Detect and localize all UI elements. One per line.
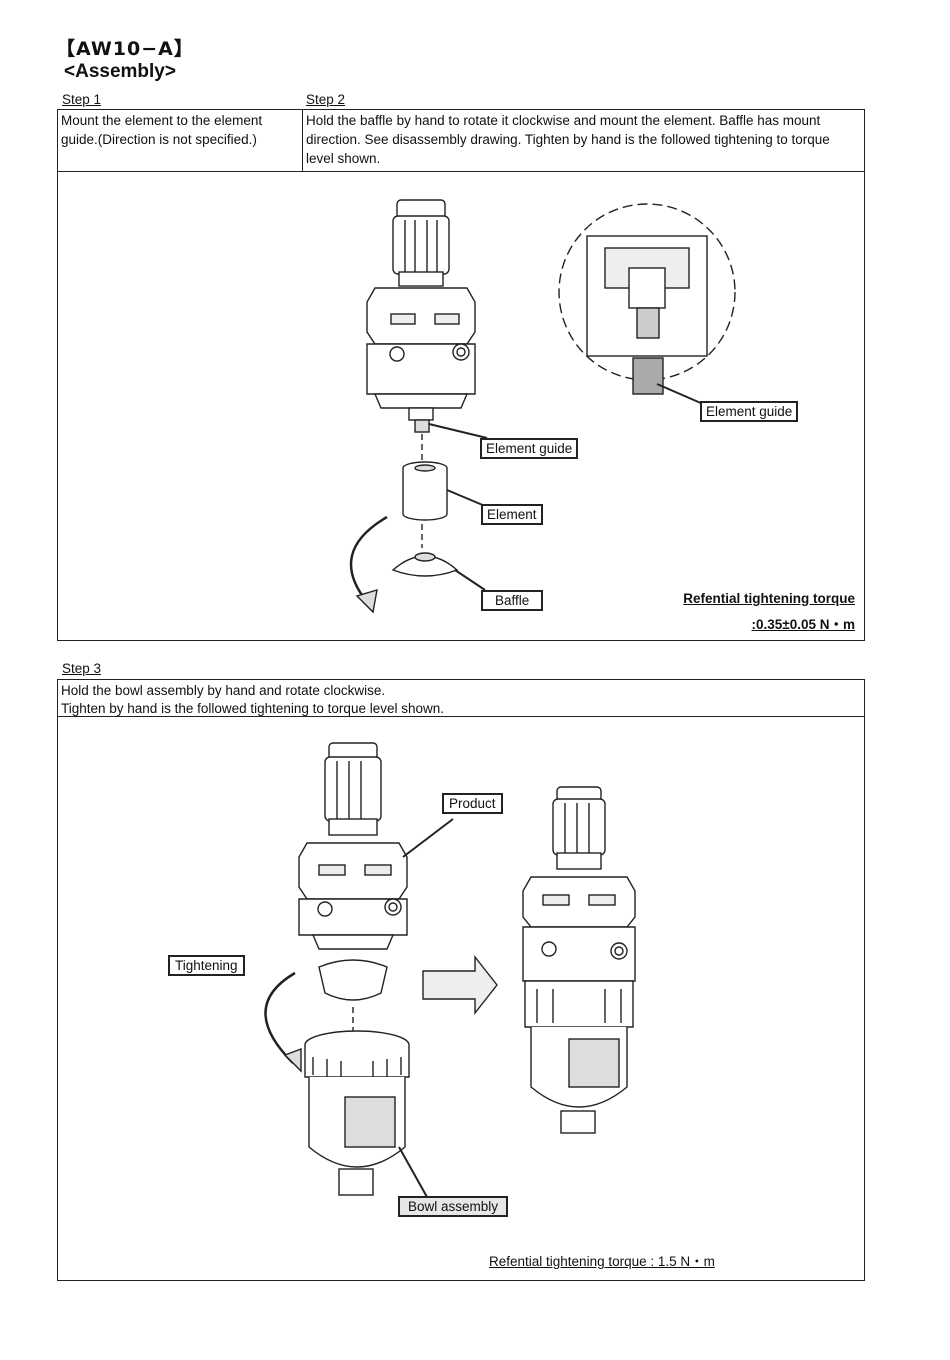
steps12-col-divider xyxy=(302,109,303,171)
element-icon xyxy=(402,461,448,521)
rotation-arrow-icon xyxy=(349,515,388,603)
document-code: 【AW10−A】 xyxy=(56,38,194,60)
product-icon xyxy=(298,742,408,1001)
assembled-product-icon xyxy=(522,786,636,1134)
step1-instructions: Mount the element to the element guide.(… xyxy=(61,113,263,147)
tightening-arrow-icon xyxy=(264,971,296,1064)
step3-box xyxy=(57,679,865,1281)
knob-icon xyxy=(392,199,450,287)
step1-label: Step 1 xyxy=(62,92,102,107)
bowl-assembly-icon xyxy=(304,1030,410,1196)
callout-element: Element xyxy=(481,504,543,525)
right-arrow-icon xyxy=(422,954,498,1016)
step3-divider xyxy=(57,716,865,717)
callout-tightening: Tightening xyxy=(168,955,245,976)
baffle-icon xyxy=(391,552,459,577)
torque-step2-label: Refential tightening torque xyxy=(683,591,855,606)
callout-element-guide: Element guide xyxy=(480,438,579,459)
callout-element-guide-detail: Element guide xyxy=(700,401,799,422)
steps12-illustration xyxy=(349,199,736,614)
step3-instructions-line1: Hold the bowl assembly by hand and rotat… xyxy=(61,683,386,698)
callout-product: Product xyxy=(442,793,503,814)
section-title: <Assembly> xyxy=(64,61,176,82)
detail-view-icon xyxy=(558,203,736,395)
regulator-body-icon xyxy=(366,287,476,433)
steps12-divider xyxy=(57,171,865,172)
step3-label: Step 3 xyxy=(62,661,102,676)
step2-label: Step 2 xyxy=(306,92,346,107)
callout-bowl-assembly: Bowl assembly xyxy=(398,1196,509,1217)
step3-instructions-line2: Tighten by hand is the followed tighteni… xyxy=(61,701,444,716)
steps12-box xyxy=(57,109,865,641)
torque-step3: Refential tightening torque : 1.5 N・m xyxy=(489,1254,715,1269)
step3-illustration xyxy=(264,742,636,1198)
torque-step2-value: :0.35±0.05 N・m xyxy=(751,617,855,632)
step2-instructions: Hold the baffle by hand to rotate it clo… xyxy=(306,113,830,166)
callout-baffle: Baffle xyxy=(481,590,544,611)
